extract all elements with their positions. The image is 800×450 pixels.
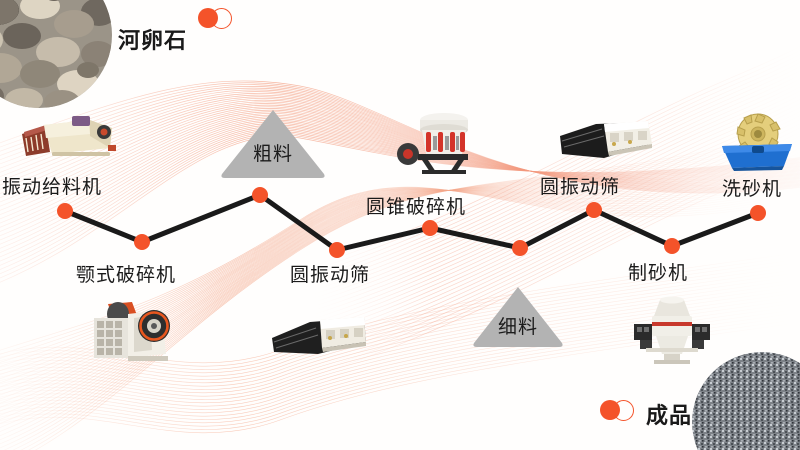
flow-node-n4[interactable] xyxy=(329,242,345,258)
equipment-label-sand-maker: 制砂机 xyxy=(628,262,689,284)
stage-badge-fine: 细料 xyxy=(470,285,566,349)
jaw-crusher-icon xyxy=(88,300,188,366)
product-dot-marker xyxy=(600,400,640,422)
flow-node-n1[interactable] xyxy=(57,203,73,219)
dot-ring-icon xyxy=(211,8,232,29)
equipment-label-vibrating-screen-2: 圆振动筛 xyxy=(540,176,621,198)
flow-node-n8[interactable] xyxy=(664,238,680,254)
sand-making-machine-icon xyxy=(630,296,714,366)
flow-node-n6[interactable] xyxy=(512,240,528,256)
sand-washing-machine-icon xyxy=(716,110,798,172)
circular-vibrating-screen-icon xyxy=(556,114,658,166)
flow-node-n7[interactable] xyxy=(586,202,602,218)
triangle-shape-icon xyxy=(473,287,563,347)
stage-badge-label: 粗料 xyxy=(252,142,293,165)
flow-node-n9[interactable] xyxy=(750,205,766,221)
equipment-label-cone-crusher: 圆锥破碎机 xyxy=(366,196,467,218)
vibrating-feeder-icon xyxy=(16,112,120,164)
dot-ring-icon xyxy=(613,400,634,421)
circular-vibrating-screen-icon xyxy=(268,308,372,362)
flow-node-n2[interactable] xyxy=(134,234,150,250)
product-label: 成品 xyxy=(646,404,693,429)
equipment-label-vibrating-feeder: 振动给料机 xyxy=(2,176,103,198)
material-label: 河卵石 xyxy=(118,29,188,54)
stage-badge-label: 细料 xyxy=(497,315,538,338)
triangle-shape-icon xyxy=(221,110,325,178)
flow-node-n5[interactable] xyxy=(422,220,438,236)
flow-node-n3[interactable] xyxy=(252,187,268,203)
material-dot-marker xyxy=(198,8,238,30)
equipment-label-vibrating-screen-1: 圆振动筛 xyxy=(290,264,371,286)
stage-badge-coarse: 粗料 xyxy=(218,108,328,180)
pebbles-graphic xyxy=(0,0,112,108)
cone-crusher-icon xyxy=(392,110,474,176)
river-pebbles-photo xyxy=(0,0,112,108)
equipment-label-jaw-crusher: 颚式破碎机 xyxy=(76,264,177,286)
equipment-label-sand-washer: 洗砂机 xyxy=(722,178,783,200)
